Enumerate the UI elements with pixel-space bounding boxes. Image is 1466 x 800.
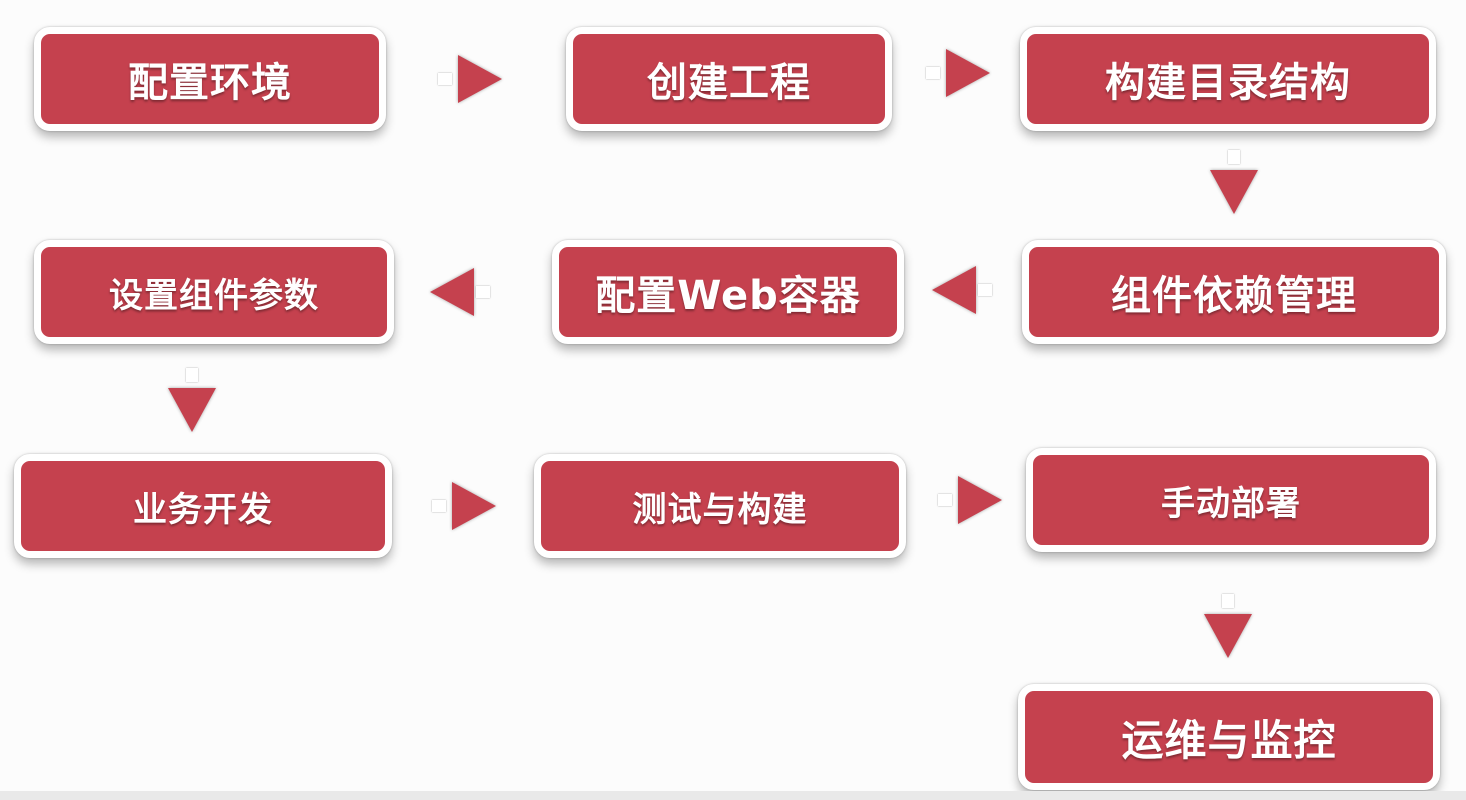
- step-build-directory-structure: 构建目录结构: [1020, 27, 1436, 131]
- step-component-dependency-management: 组件依赖管理: [1022, 240, 1446, 344]
- arrow-left-icon: [430, 268, 474, 316]
- arrow-right-icon: [452, 482, 496, 530]
- arrow-stub: [186, 368, 198, 382]
- arrow-down-icon: [1210, 170, 1258, 214]
- step-manual-deployment: 手动部署: [1026, 448, 1436, 552]
- arrow-right-icon: [458, 55, 502, 103]
- step-configure-web-container: 配置Web容器: [552, 240, 904, 344]
- arrow-stub: [1228, 150, 1240, 164]
- step-test-and-build: 测试与构建: [534, 454, 906, 558]
- arrow-stub: [978, 284, 992, 296]
- arrow-stub: [432, 500, 446, 512]
- step-configure-environment: 配置环境: [34, 27, 386, 131]
- step-set-component-parameters: 设置组件参数: [34, 240, 394, 344]
- step-create-project: 创建工程: [566, 27, 892, 131]
- arrow-down-icon: [168, 388, 216, 432]
- arrow-right-icon: [946, 49, 990, 97]
- arrow-left-icon: [932, 266, 976, 314]
- arrow-down-icon: [1204, 614, 1252, 658]
- arrow-stub: [476, 286, 490, 298]
- arrow-stub: [438, 73, 452, 85]
- bottom-strip: [0, 791, 1466, 800]
- arrow-stub: [1222, 594, 1234, 608]
- arrow-right-icon: [958, 476, 1002, 524]
- step-operations-and-monitoring: 运维与监控: [1018, 684, 1440, 790]
- arrow-stub: [926, 67, 940, 79]
- arrow-stub: [938, 494, 952, 506]
- step-business-development: 业务开发: [14, 454, 392, 558]
